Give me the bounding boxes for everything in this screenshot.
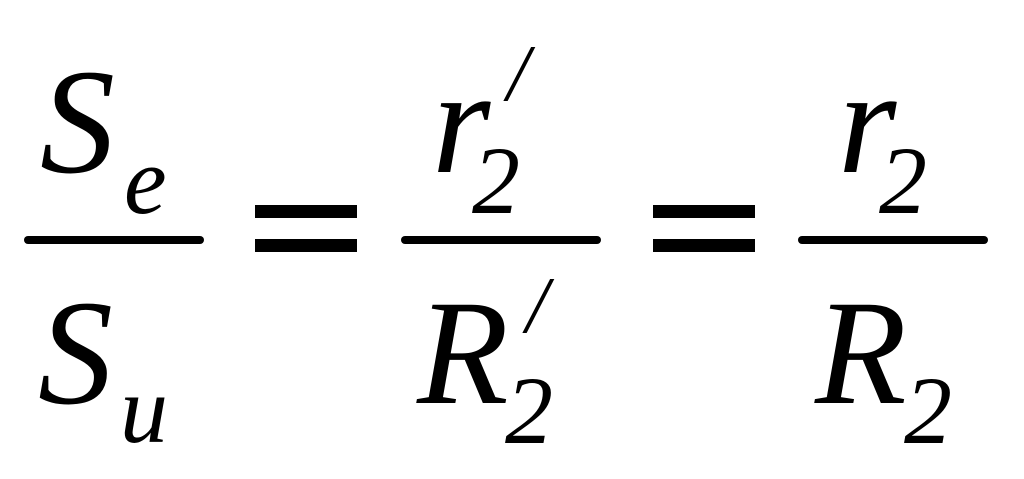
equals-sign-2-top-bar (653, 205, 755, 218)
fraction-3-denominator-subscript: 2 (904, 357, 952, 464)
fraction-1-bar (24, 236, 204, 244)
fraction-1-denominator-symbol: S (38, 270, 113, 436)
equals-sign-1-bottom-bar (255, 239, 357, 252)
fraction-3-bar (798, 236, 988, 244)
fraction-3-denominator-symbol: R (814, 270, 907, 436)
fraction-2-numerator-subscript: 2 (472, 127, 520, 234)
fraction-2-bar (401, 236, 601, 244)
fraction-2-denominator-symbol: R (416, 270, 509, 436)
fraction-2-numerator-prime: / (503, 30, 536, 118)
fraction-1-numerator-subscript: e (124, 127, 167, 234)
fraction-1-denominator-subscript: u (120, 356, 168, 463)
fraction-1-numerator-symbol: S (40, 39, 115, 205)
fraction-2: r / 2 R / 2 (401, 30, 601, 464)
equals-sign-2: = (653, 205, 755, 252)
fraction-3-numerator-symbol: r (838, 39, 897, 205)
fraction-3-numerator-subscript: 2 (879, 127, 927, 234)
equals-sign-1-top-bar (255, 205, 357, 218)
fraction-3: r 2 R 2 (798, 39, 988, 464)
equals-sign-1: = (255, 205, 357, 252)
equals-sign-2-bottom-bar (653, 239, 755, 252)
fraction-2-denominator-prime: / (522, 262, 555, 350)
fraction-2-numerator-symbol: r (432, 39, 491, 205)
fraction-1: S e S u (24, 39, 204, 463)
fraction-2-denominator-subscript: 2 (505, 357, 553, 464)
